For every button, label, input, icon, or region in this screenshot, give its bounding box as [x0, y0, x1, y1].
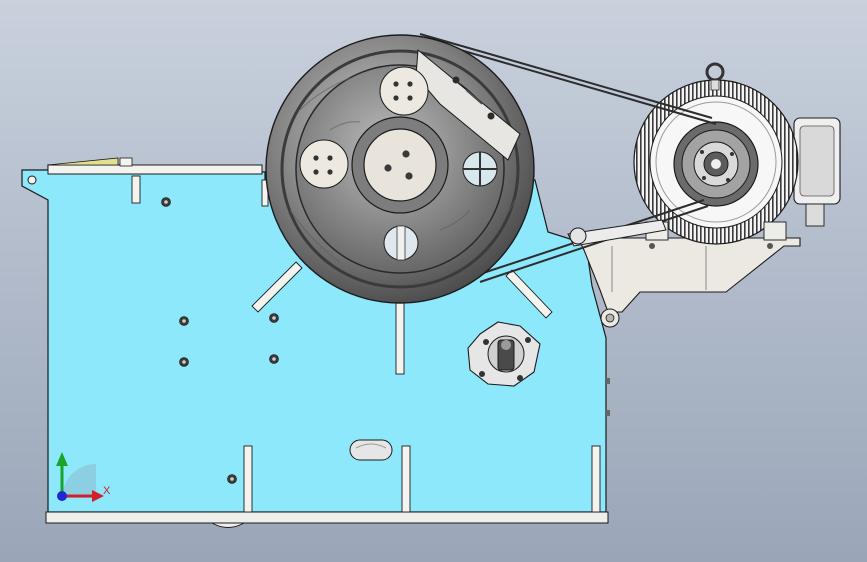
- flywheel[interactable]: [265, 34, 535, 304]
- x-axis-label: X: [103, 485, 111, 497]
- coordinate-triad-icon: [56, 452, 104, 502]
- bearing-housing[interactable]: [467, 321, 541, 387]
- frame-edge-details: [606, 378, 610, 416]
- belt-tensioner[interactable]: [567, 219, 667, 247]
- motor-pulley[interactable]: [673, 121, 759, 207]
- drive-belts: [419, 33, 717, 283]
- motor-bracket[interactable]: [577, 237, 801, 328]
- adjustment-slot: [349, 439, 393, 461]
- frame-ribs: [131, 175, 601, 513]
